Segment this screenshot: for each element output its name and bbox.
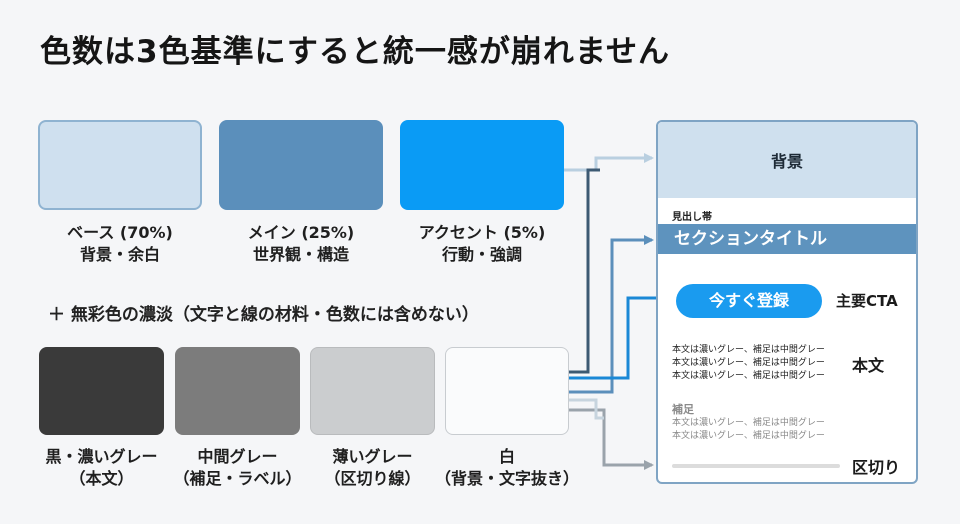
wire-base-to-background [564,153,654,172]
mid-gray-use: （補足・ラベル） [173,469,302,488]
layout-mockup: 背景 見出し帯 セクションタイトル 今すぐ登録 本文は濃いグレー、補足は中間グレ… [656,120,918,484]
black-gray-use: （本文） [69,469,134,488]
light-gray-swatch [310,347,435,435]
light-gray-label: 薄いグレー （区切り線） [300,446,445,490]
wire-white-to-mock [569,398,604,420]
accent-color-name: アクセント (5%) [418,223,546,242]
light-gray-name: 薄いグレー [332,447,413,466]
supplement-line: 本文は濃いグレー、補足は中間グレー [672,418,825,428]
cta-button[interactable]: 今すぐ登録 [676,284,822,318]
divider-side-label: 区切り [852,458,901,477]
heading-band-caption: 見出し帯 [672,212,712,223]
wire-gray-to-divider [569,408,654,470]
mid-gray-label: 中間グレー （補足・ラベル） [165,446,310,490]
base-color-name: ベース (70%) [67,223,173,242]
base-color-swatch [38,120,202,210]
achromatic-note: ＋ 無彩色の濃淡（文字と線の材料・色数には含めない） [48,305,479,325]
main-color-name: メイン (25%) [247,223,355,242]
page-title: 色数は3色基準にすると統一感が崩れません [40,34,670,70]
mid-gray-swatch [175,347,300,435]
section-title-band: セクションタイトル [658,224,916,254]
base-color-use: 背景・余白 [79,245,160,264]
light-gray-use: （区切り線） [324,469,421,488]
supplement-block: 補足 本文は濃いグレー、補足は中間グレー 本文は濃いグレー、補足は中間グレー [672,402,825,443]
main-color-label: メイン (25%) 世界観・構造 [219,222,383,266]
mid-gray-name: 中間グレー [197,447,278,466]
wire-dark-to-body [569,168,600,374]
divider-line [672,464,840,468]
supplement-line: 本文は濃いグレー、補足は中間グレー [672,431,825,441]
mockup-background: 背景 [658,122,916,198]
body-side-label: 本文 [852,356,885,375]
black-gray-name: 黒・濃いグレー [45,447,158,466]
base-color-label: ベース (70%) 背景・余白 [38,222,202,266]
body-line: 本文は濃いグレー、補足は中間グレー [672,345,825,355]
black-gray-label: 黒・濃いグレー （本文） [29,446,174,490]
white-use: （背景・文字抜き） [434,469,579,488]
wire-main-to-band [569,235,654,394]
main-color-use: 世界観・構造 [252,245,349,264]
body-text-block: 本文は濃いグレー、補足は中間グレー 本文は濃いグレー、補足は中間グレー 本文は濃… [672,344,825,383]
white-swatch [445,347,569,435]
accent-color-label: アクセント (5%) 行動・強調 [400,222,564,266]
black-gray-swatch [39,347,164,435]
body-line: 本文は濃いグレー、補足は中間グレー [672,371,825,381]
accent-color-swatch [400,120,564,210]
white-name: 白 [498,447,515,466]
body-line: 本文は濃いグレー、補足は中間グレー [672,358,825,368]
mockup-background-label: 背景 [770,152,803,171]
accent-color-use: 行動・強調 [441,245,522,264]
main-color-swatch [219,120,383,210]
white-label: 白 （背景・文字抜き） [432,446,582,490]
supplement-label: 補足 [672,403,694,416]
cta-side-label: 主要CTA [836,292,898,310]
wire-accent-to-cta [569,293,668,380]
